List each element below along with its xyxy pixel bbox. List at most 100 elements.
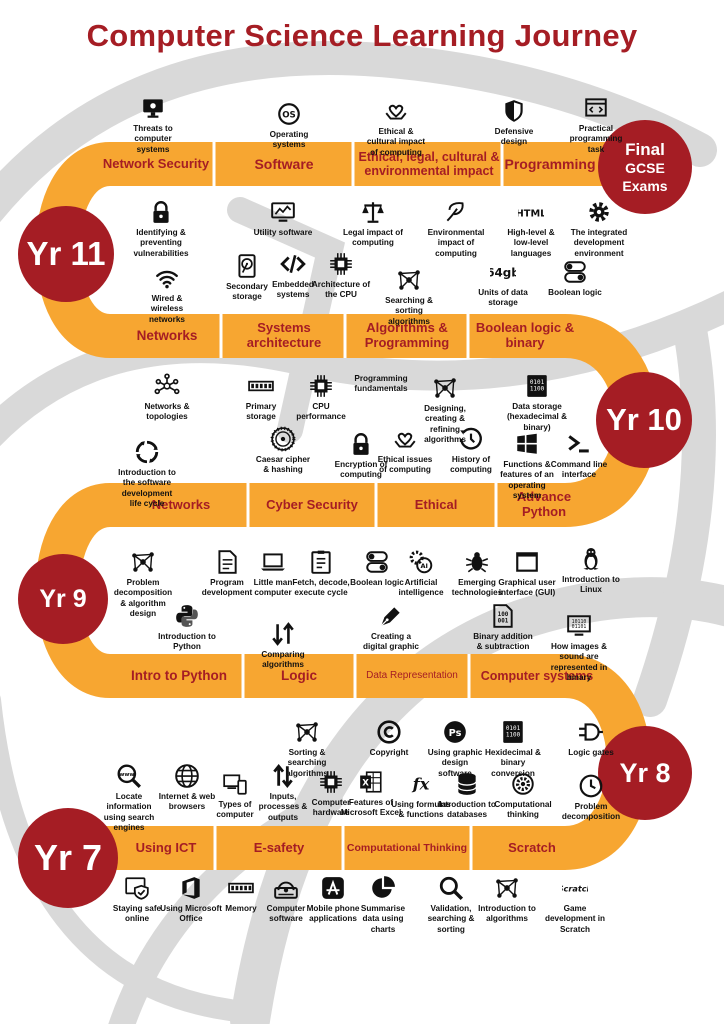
hands-heart-icon xyxy=(382,97,410,125)
row4-below-item-1: Copyright xyxy=(358,718,420,758)
row2-below-item-3: Programming fundamentals xyxy=(350,374,412,395)
row5-above-item-7: Introduction to databases xyxy=(436,770,498,821)
topic-e-safety: E-safety xyxy=(253,839,305,855)
code-window-icon xyxy=(582,94,610,122)
lock-icon xyxy=(347,430,375,458)
topic-using-ict: Using ICT xyxy=(135,839,197,855)
topic-label: Comparing algorithms xyxy=(261,650,305,670)
network-icon xyxy=(431,374,459,402)
topic-label: CPU performance xyxy=(296,402,346,422)
topic-label: History of computing xyxy=(450,455,492,475)
row3-above-item-3: Ethical issues of computing xyxy=(374,425,436,476)
row4-above-item-3: Binary addition & subtraction xyxy=(472,602,534,653)
topic-label: Computer hardware xyxy=(311,798,351,818)
devices-icon xyxy=(221,770,249,798)
topic-label: Program development xyxy=(201,578,253,598)
disc-icon xyxy=(272,874,300,902)
row3-below-item-3: Fetch, decode, execute cycle xyxy=(290,548,352,599)
binary-screen-icon xyxy=(565,612,593,640)
topic-label: Caesar cipher & hashing xyxy=(255,455,311,475)
topic-label: Utility software xyxy=(253,228,313,237)
os-icon xyxy=(275,100,303,128)
topic-label: Summarise data using charts xyxy=(360,904,406,934)
network-icon xyxy=(129,548,157,576)
binary-icon xyxy=(499,718,527,746)
data-units-icon xyxy=(489,258,517,286)
bug-icon xyxy=(463,548,491,576)
topic-network-security: Network Security xyxy=(102,155,210,171)
row1-below-item-1: Utility software xyxy=(252,198,314,238)
topic-label: Sorting & searching algorithms xyxy=(286,748,328,778)
topic-label: Searching & sorting algorithms xyxy=(385,296,433,326)
row4-below-item-0: Sorting & searching algorithms xyxy=(276,718,338,779)
clock-icon xyxy=(577,772,605,800)
row5-below-item-6: Validation, searching & sorting xyxy=(420,874,482,935)
year-11-badge: Yr 11 xyxy=(18,206,114,302)
row5-above-item-8: Computational thinking xyxy=(492,770,554,821)
row3-above-item-1: Caesar cipher & hashing xyxy=(252,425,314,476)
scales-icon xyxy=(359,198,387,226)
row5-below-item-3: Computer software xyxy=(255,874,317,925)
topic-cyber-security: Cyber Security xyxy=(266,496,358,512)
row2-above-item-2: Embedded systems xyxy=(262,250,324,301)
safe-shield-icon xyxy=(123,874,151,902)
row5-below-item-4: Mobile phone applications xyxy=(302,874,364,925)
topic-label: Architecture of the CPU xyxy=(311,280,371,300)
row1-below-item-2: Legal impact of computing xyxy=(342,198,404,249)
monitor-icon xyxy=(139,94,167,122)
year-9-badge: Yr 9 xyxy=(18,554,108,644)
row1-below-item-0: Identifying & preventing vulnerabilities xyxy=(130,198,192,259)
topic-label: Data storage (hexadecimal & binary) xyxy=(506,402,568,432)
topic-label: Networks & topologies xyxy=(144,402,190,422)
row4-above-item-1: Comparing algorithms xyxy=(252,620,314,671)
topic-label: High-level & low-level languages xyxy=(507,228,555,258)
year-10-badge: Yr 10 xyxy=(596,372,692,468)
row3-above-item-6: Command line interface xyxy=(548,430,610,481)
topic-computational-thinking: Computational Thinking xyxy=(346,841,468,854)
fx-icon xyxy=(407,770,435,798)
topic-label: Creating a digital graphic xyxy=(363,632,419,652)
cpu-icon xyxy=(327,250,355,278)
topic-advance-python: Advance Python xyxy=(516,489,572,519)
row2-above-item-4: Searching & sorting algorithms xyxy=(378,266,440,327)
row3-above-item-4: History of computing xyxy=(440,425,502,476)
row3-above-item-5: Functions & features of an operating sys… xyxy=(496,430,558,501)
topic-label: Features of Microsoft Excel xyxy=(340,798,402,818)
topic-label: Ethical & cultural impact of computing xyxy=(366,127,426,157)
hdd-icon xyxy=(233,252,261,280)
topic-label: Problem decomposition xyxy=(561,802,621,822)
row3-below-item-7: Graphical user interface (GUI) xyxy=(496,548,558,599)
topic-label: Introduction to Linux xyxy=(562,575,620,595)
excel-icon xyxy=(357,768,385,796)
topology-icon xyxy=(153,372,181,400)
row2-above-item-0: Wired & wireless networks xyxy=(136,264,198,325)
topic-label: Memory xyxy=(225,904,257,913)
topic-label: Computational thinking xyxy=(494,800,552,820)
topic-label: Internet & web browsers xyxy=(158,792,216,812)
row1-above-item-4: Practical programming task xyxy=(565,94,627,155)
topic-label: Wired & wireless networks xyxy=(149,294,185,324)
shield-icon xyxy=(500,97,528,125)
topic-label: Logic gates xyxy=(568,748,614,757)
row3-above-item-0: Introduction to the software development… xyxy=(116,438,178,509)
topic-label: Copyright xyxy=(369,748,409,757)
topic-label: Emerging technologies xyxy=(451,578,503,598)
terminal-icon xyxy=(565,430,593,458)
topic-label: Staying safe online xyxy=(112,904,162,924)
scratch-icon xyxy=(561,874,589,902)
topic-boolean-binary: Boolean logic & binary xyxy=(475,320,575,350)
topic-computer-systems: Computer systems xyxy=(480,668,594,683)
topic-label: Legal impact of computing xyxy=(342,228,404,248)
binary-icon xyxy=(523,372,551,400)
topic-label: Using graphic design software xyxy=(427,748,483,778)
topic-label: Command line interface xyxy=(550,460,608,480)
topic-label: The integrated development environment xyxy=(570,228,628,258)
row1-below-item-3: Environmental impact of computing xyxy=(425,198,487,259)
database-icon xyxy=(453,770,481,798)
binary-doc-icon xyxy=(489,602,517,630)
topic-data-representation: Data Representation xyxy=(366,670,458,682)
row5-below-item-1: Using Microsoft Office xyxy=(160,874,222,925)
topic-label: Units of data storage xyxy=(478,288,528,308)
row5-below-item-5: Summarise data using charts xyxy=(352,874,414,935)
